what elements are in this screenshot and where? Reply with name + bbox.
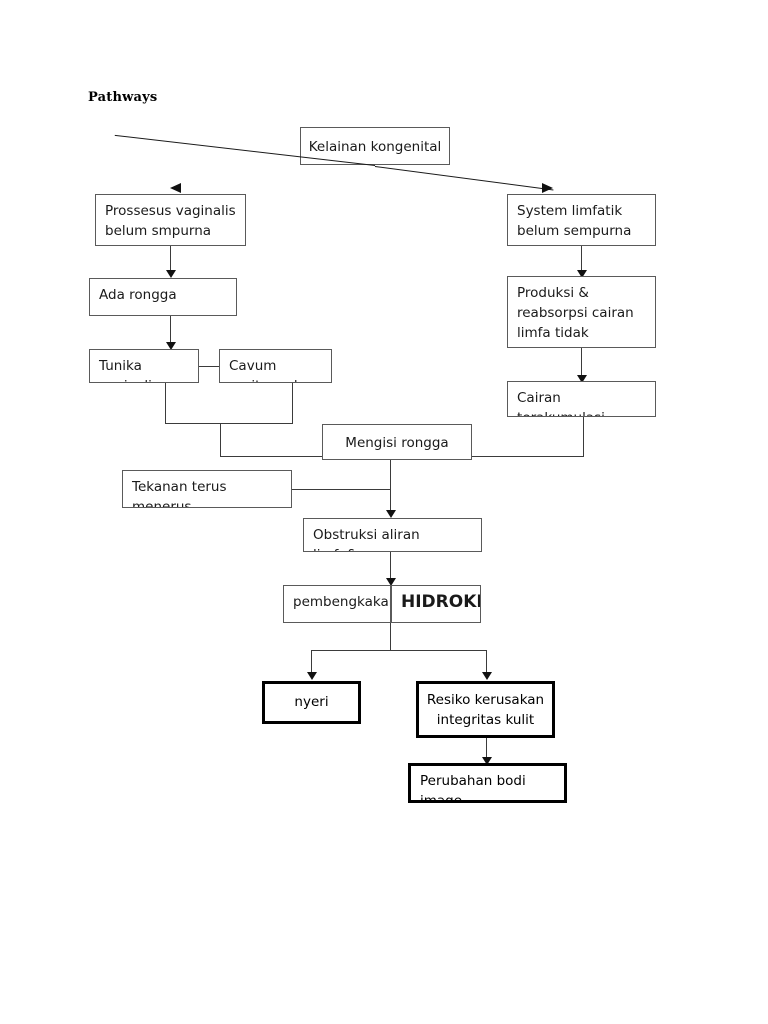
arrowhead-produksi [577,270,587,278]
node-system-limfatik[interactable]: System limfatik belum sempurna [507,194,656,246]
node-produksi-reabsorpsi[interactable]: Produksi & reabsorpsi cairan limfa tidak… [507,276,656,348]
connector-split-to-nyeri [311,650,312,675]
node-mengisi-rongga[interactable]: Mengisi rongga [322,424,472,460]
arrowhead-prossesus [170,183,181,193]
node-prossesus-vaginalis[interactable]: Prossesus vaginalis belum smpurna [95,194,246,246]
arrowhead-tunika [166,342,176,350]
arrowhead-limfatik [542,183,553,193]
connector-prossesus-to-ada-rongga [170,246,171,272]
connector-tunika-down [165,383,166,423]
connector-merge-to-mengisi-rongga [220,456,322,457]
node-cavum-peritoneal[interactable]: Cavum peritoneal [219,349,332,383]
arrowhead-pembengkakan [386,578,396,586]
node-nyeri[interactable]: nyeri [262,681,361,724]
connector-obstruksi-to-pembengkakan [390,552,391,582]
node-cairan-terakumulasi[interactable]: Cairan terakumulasi [507,381,656,417]
connector-cavum-down [292,383,293,423]
page-title: Pathways [88,90,158,105]
node-obstruksi-aliran[interactable]: Obstruksi aliran limfe&vena [303,518,482,552]
connector-split-bar-bottom [311,650,486,651]
connector-tekanan-to-mengisi-line [292,489,391,490]
connector-kongenital-to-limfatik [374,166,554,191]
node-ada-rongga[interactable]: Ada rongga [89,278,237,316]
connector-tunika-cavum [199,366,219,367]
connector-limfatik-to-produksi [581,246,582,272]
connector-cairan-to-mengisi-rongga [472,456,584,457]
arrowhead-resiko [482,672,492,680]
arrowhead-cairan-terakumulasi [577,375,587,383]
node-tunika-vaginalis[interactable]: Tunika vaginalis [89,349,199,383]
connector-merge-bar-tunika-cavum [165,423,293,424]
connector-cairan-down [583,417,584,456]
arrowhead-obstruksi [386,510,396,518]
node-hidrokel[interactable]: HIDROKEL [391,585,481,623]
connector-ada-rongga-to-tunika [170,316,171,344]
connector-hidrokel-down [390,623,391,650]
arrowhead-nyeri [307,672,317,680]
node-resiko-kerusakan[interactable]: Resiko kerusakan integritas kulit [416,681,555,738]
node-pembengkakan[interactable]: pembengkakan [283,585,391,623]
arrowhead-ada-rongga [166,270,176,278]
node-perubahan-bodi-image[interactable]: Perubahan bodi image [408,763,567,803]
arrowhead-perubahan-bodi-image [482,757,492,765]
connector-resiko-to-perubahan [486,738,487,761]
connector-mengisi-to-obstruksi [390,460,391,512]
node-tekanan-terus-menerus[interactable]: Tekanan terus menerus [122,470,292,508]
connector-merge-down [220,423,221,457]
connector-split-to-resiko [486,650,487,675]
connector-produksi-to-cairan [581,348,582,378]
